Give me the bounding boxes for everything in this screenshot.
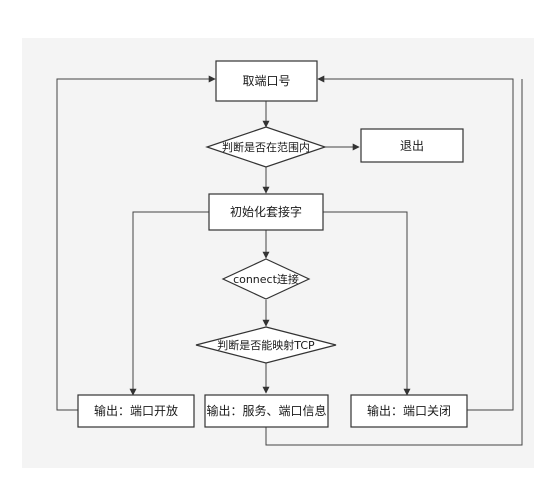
node-init-socket: 初始化套接字 [208,193,324,231]
node-output-closed-label: 输出：端口关闭 [367,403,451,418]
node-output-open-label: 输出：端口开放 [94,403,178,418]
node-init-socket-label: 初始化套接字 [230,204,302,219]
node-check-range: 判断是否在范围内 [205,126,327,168]
node-output-open: 输出：端口开放 [77,394,195,428]
node-output-service: 输出：服务、端口信息 [204,394,329,428]
node-check-range-label: 判断是否在范围内 [222,140,310,154]
node-output-closed: 输出：端口关闭 [350,394,468,428]
edge-outputservice-loop [265,79,523,446]
edges [56,75,523,446]
node-get-port-label: 取端口号 [242,74,290,88]
node-check-tcp-label: 判断是否能映射TCP [217,338,315,352]
edge-outputopen-loop [56,75,216,411]
node-output-service-label: 输出：服务、端口信息 [206,403,326,418]
node-connect: connect连接 [221,258,311,300]
node-get-port: 取端口号 [215,60,318,102]
node-exit-label: 退出 [400,139,424,153]
node-check-tcp: 判断是否能映射TCP [195,326,337,364]
edge-initsocket-to-outputopen [129,211,209,396]
edge-outputclosed-loop [317,75,514,411]
edge-initsocket-to-outputclosed [323,211,411,396]
node-exit: 退出 [360,128,464,163]
node-connect-label: connect连接 [233,273,299,286]
